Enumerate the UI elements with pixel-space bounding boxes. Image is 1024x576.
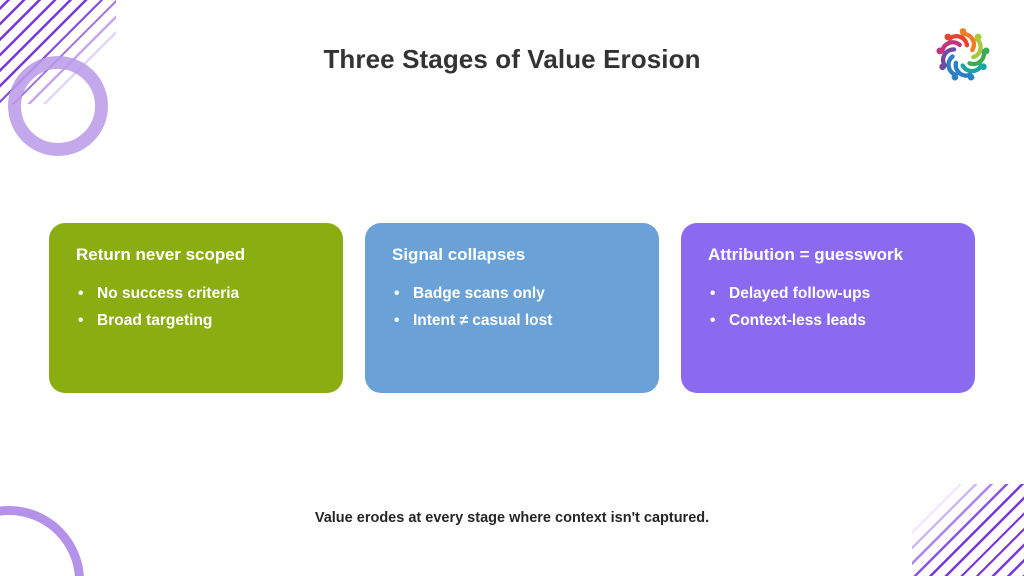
list-item-label: Context-less leads: [729, 312, 866, 330]
stage-card-1-list: • No success criteria • Broad targeting: [76, 281, 317, 334]
list-item-label: Broad targeting: [97, 312, 213, 330]
list-item-label: Delayed follow-ups: [729, 285, 871, 303]
list-item: • Badge scans only: [392, 281, 633, 308]
stage-card-2-list: • Badge scans only • Intent ≠ casual lost: [392, 281, 633, 334]
stage-card-2: Signal collapses • Badge scans only • Inte…: [365, 223, 659, 393]
list-item: • Delayed follow-ups: [708, 281, 949, 308]
footer-caption: Value erodes at every stage where contex…: [314, 510, 710, 526]
bullet-icon: •: [710, 312, 716, 330]
bullet-icon: •: [710, 285, 716, 303]
stage-card-3-list: • Delayed follow-ups • Context-less leads: [708, 281, 949, 334]
stage-card-3: Attribution = guesswork • Delayed follow-…: [681, 223, 975, 393]
list-item: • Context-less leads: [708, 308, 949, 335]
page-title: Three Stages of Value Erosion: [323, 44, 701, 74]
stage-card-3-heading: Attribution = guesswork: [708, 245, 904, 264]
stage-card-1: Return never scoped • No success criteria…: [49, 223, 343, 393]
stage-cards-row: Return never scoped • No success criteria…: [49, 223, 975, 393]
list-item: • No success criteria: [76, 281, 317, 308]
list-item: • Broad targeting: [76, 308, 317, 335]
bullet-icon: •: [394, 285, 400, 303]
bottom-right-diagonal-stripes-decoration: [912, 484, 1024, 576]
list-item-label: Badge scans only: [413, 285, 545, 303]
list-item-label: Intent ≠ casual lost: [413, 312, 553, 330]
list-item-label: No success criteria: [97, 285, 240, 303]
bullet-icon: •: [78, 312, 84, 330]
rainbow-people-circle-logo-icon: [932, 24, 994, 86]
stage-card-2-heading: Signal collapses: [392, 245, 526, 264]
list-item: • Intent ≠ casual lost: [392, 308, 633, 335]
bullet-icon: •: [394, 312, 400, 330]
bullet-icon: •: [78, 285, 84, 303]
stage-card-1-heading: Return never scoped: [76, 245, 246, 264]
